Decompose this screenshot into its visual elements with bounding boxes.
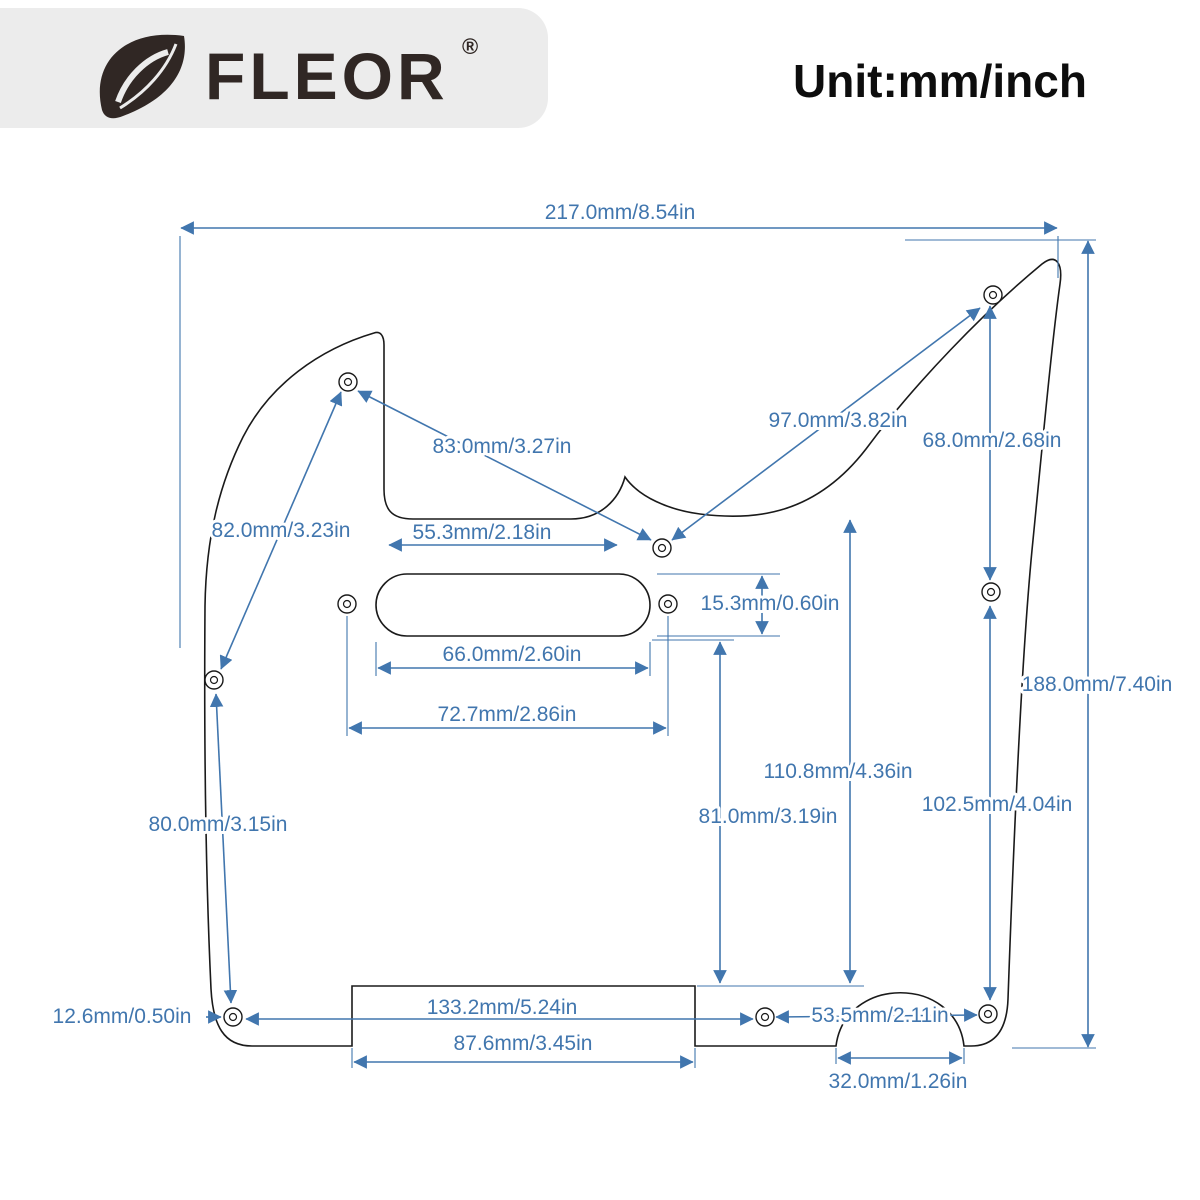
label-right-screws-upper: 68.0mm/2.68in: [923, 429, 1062, 452]
pickguard-outline: [203, 258, 1062, 1047]
label-bottom-right-span: 53.5mm/2.11in: [811, 1004, 948, 1027]
label-pickup-screw-span: 72.7mm/2.86in: [438, 703, 577, 726]
pickup-cutout: [375, 573, 651, 637]
dim-bottom-right-span: [775, 1008, 978, 1024]
screw-holes: [204, 285, 1003, 1027]
dim-left-screws: [209, 693, 238, 1004]
label-pickup-length: 66.0mm/2.60in: [443, 643, 582, 666]
label-bottom-screw-span: 133.2mm/5.24in: [427, 996, 578, 1019]
dimension-labels: 217.0mm/8.54in 97.0mm/3.82in 68.0mm/2.68…: [50, 198, 1176, 1096]
label-total-width: 217.0mm/8.54in: [545, 201, 696, 224]
screw-hole-bottom-right: [978, 1004, 998, 1024]
screw-hole-left-edge: [204, 670, 224, 690]
brand-name: FLEOR: [205, 39, 449, 113]
label-pickup-to-bottom: 81.0mm/3.19in: [699, 805, 838, 828]
screw-hole-pickup-left: [337, 594, 357, 614]
label-shelf-to-notch: 55.3mm/2.18in: [413, 521, 552, 544]
screw-hole-pickup-right: [658, 594, 678, 614]
label-mid-vertical: 110.8mm/4.36in: [763, 760, 912, 783]
screw-hole-middle: [652, 538, 672, 558]
label-bottomleft-offset: 12.6mm/0.50in: [53, 1005, 192, 1028]
screw-hole-horn: [983, 285, 1003, 305]
label-left-screws: 80.0mm/3.15in: [149, 813, 288, 836]
registered-trademark: ®: [462, 34, 478, 59]
label-cutout-width: 32.0mm/1.26in: [829, 1070, 968, 1093]
label-pickup-height: 15.3mm/0.60in: [701, 592, 840, 615]
dim-upperleft-to-left-screw: [219, 391, 343, 670]
label-right-screws-lower: 102.5mm/4.04in: [922, 793, 1073, 816]
label-total-height: 188.0mm/7.40in: [1022, 673, 1173, 696]
label-horn-to-mid-screw: 97.0mm/3.82in: [769, 409, 908, 432]
label-upperleft-to-mid-screw: 83.0mm/3.27in: [433, 435, 572, 458]
screw-hole-bottom-left: [223, 1007, 243, 1027]
leaf-logo-icon: [99, 34, 185, 119]
screw-hole-bottom-middle: [755, 1007, 775, 1027]
unit-label: Unit:mm/inch: [793, 55, 1087, 107]
label-notch-width: 87.6mm/3.45in: [454, 1032, 593, 1055]
dim-horn-to-mid-screw: [671, 307, 981, 541]
screw-hole-right-upper: [981, 582, 1001, 602]
label-upperleft-to-left-screw: 82.0mm/3.23in: [212, 519, 351, 542]
dim-upperleft-to-mid-screw: [357, 390, 652, 541]
screw-hole-upper-left: [338, 372, 358, 392]
dimension-lines: [179, 221, 1096, 1069]
